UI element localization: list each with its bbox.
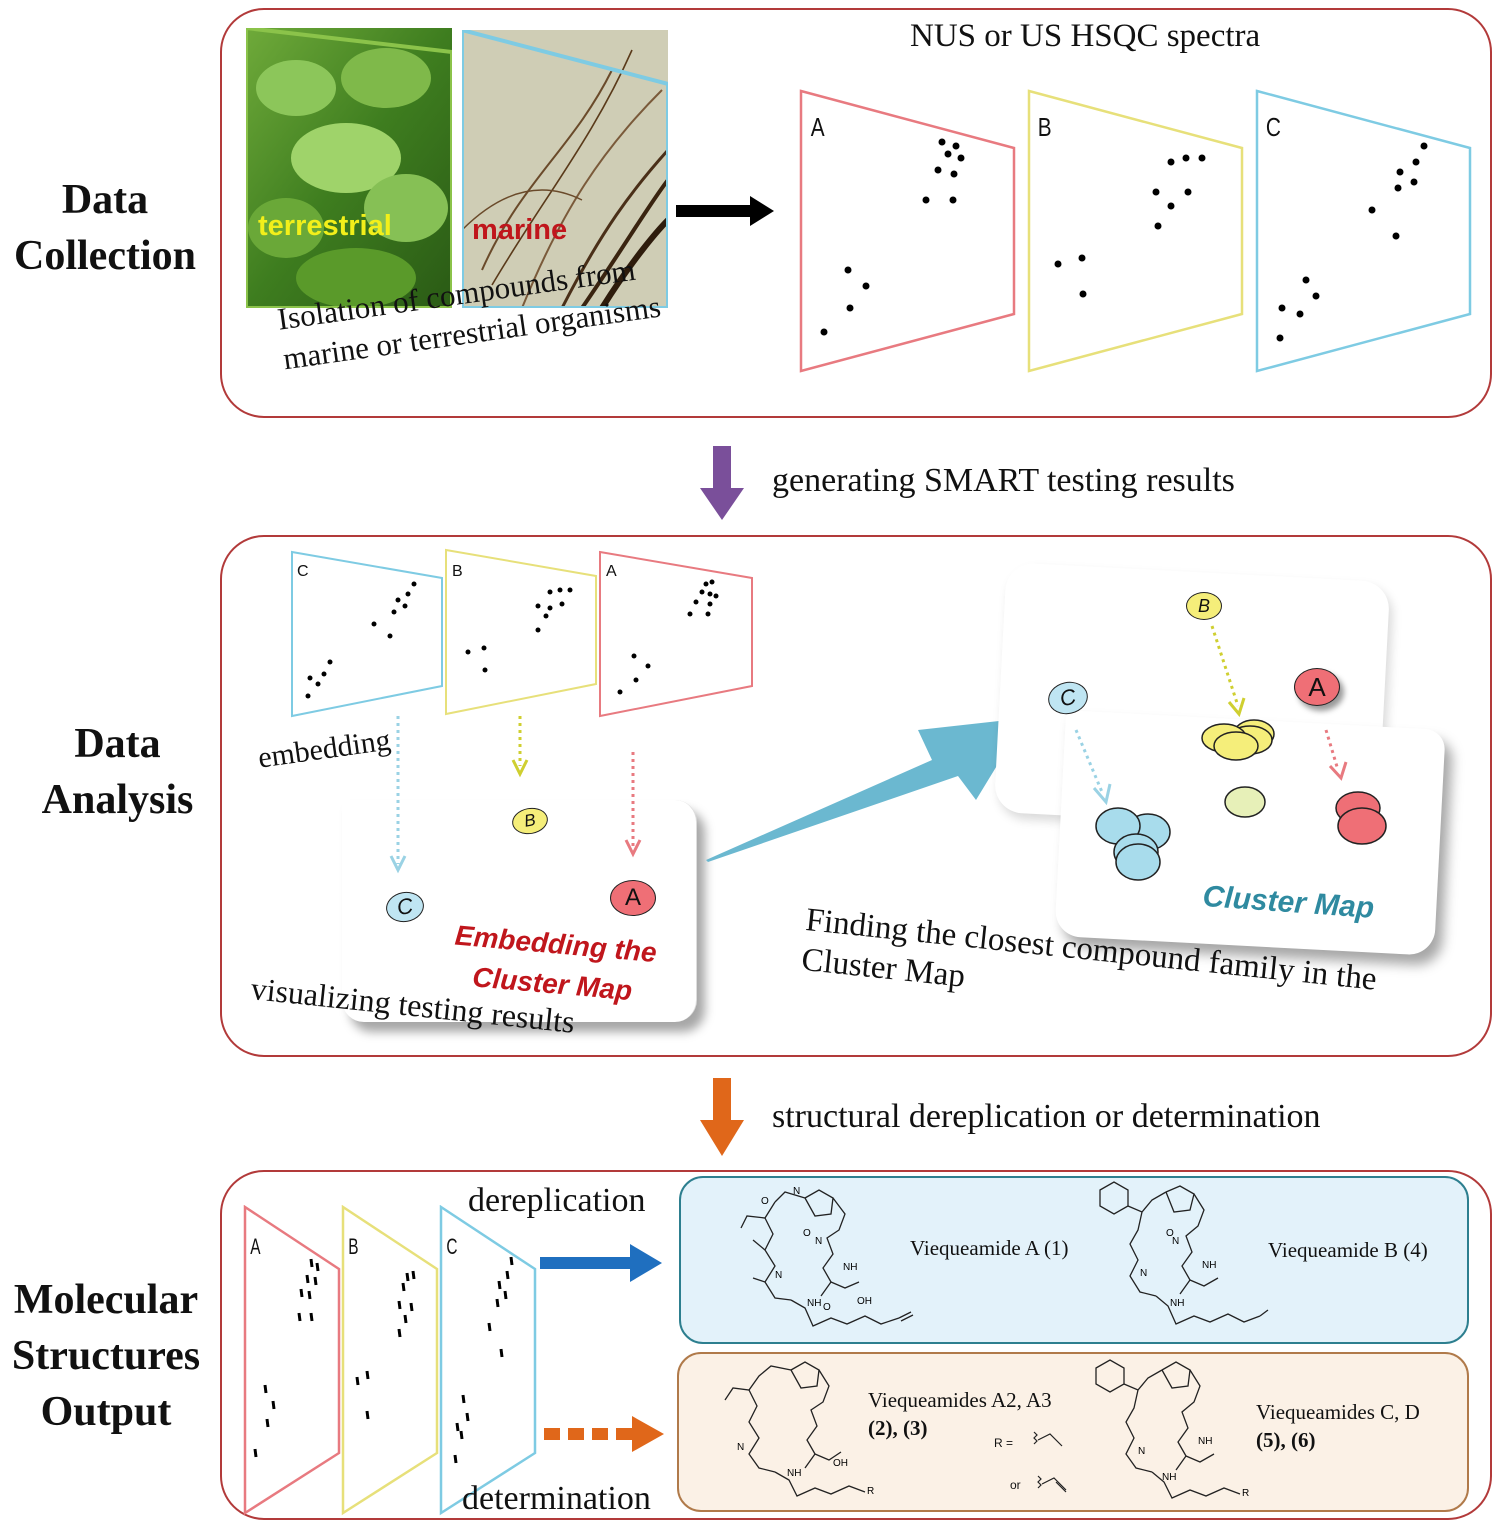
svg-text:NH: NH xyxy=(1202,1260,1216,1271)
spectrum-b-label: B xyxy=(1037,112,1052,142)
viequeamide-b-label: Viequeamide B (4) xyxy=(1268,1238,1428,1262)
output-spectrum-c-label: C xyxy=(446,1234,458,1259)
dereplication-result-box xyxy=(679,1176,1469,1344)
spectrum-c-label: C xyxy=(1265,112,1281,142)
cluster-marker-b: B xyxy=(1186,592,1222,620)
marine-label: marine xyxy=(472,214,568,246)
svg-text:N: N xyxy=(1138,1446,1145,1457)
svg-text:O: O xyxy=(803,1228,811,1239)
mini-spectrum-b-label: B xyxy=(452,563,463,580)
svg-text:NH: NH xyxy=(1198,1436,1212,1447)
viequeamides-c-d-structure: N NH NH R xyxy=(1095,1359,1249,1499)
mini-spectrum-c xyxy=(291,550,443,718)
embedding-dotted-arrows xyxy=(389,716,642,874)
structural-step-arrow xyxy=(700,1078,744,1156)
output-spectrum-a-label: A xyxy=(250,1234,261,1259)
svg-text:N: N xyxy=(815,1236,822,1247)
smart-step-arrow xyxy=(700,446,744,520)
mini-spectrum-b xyxy=(445,548,597,716)
r-substituent-vinyl xyxy=(1037,1475,1067,1493)
svg-text:N: N xyxy=(1140,1268,1147,1279)
spectrum-a xyxy=(799,89,1016,373)
svg-text:OH: OH xyxy=(857,1296,872,1307)
output-spectrum-a xyxy=(243,1205,341,1516)
svg-text:R: R xyxy=(1242,1488,1249,1499)
section-label-molecular-structures-output: Molecular Structures Output xyxy=(11,1277,201,1435)
section-label-data-collection: Data Collection xyxy=(14,177,196,279)
embed-marker-a: A xyxy=(610,880,656,916)
viequeamides-a2-a3-line-2: (2), (3) xyxy=(868,1416,928,1440)
output-spectrum-b xyxy=(341,1205,439,1516)
determination-arrow xyxy=(544,1416,664,1452)
svg-text:O: O xyxy=(1166,1228,1174,1239)
determination-label: determination xyxy=(462,1480,651,1517)
viequeamide-a-label: Viequeamide A (1) xyxy=(910,1236,1069,1260)
smart-step-text: generating SMART testing results xyxy=(772,462,1235,499)
viequeamide-a-structure: O N O N N NH NH OH O xyxy=(740,1186,914,1327)
mini-spectrum-a-label: A xyxy=(606,563,617,580)
output-panel xyxy=(220,1170,1492,1520)
svg-text:R: R xyxy=(867,1486,874,1497)
collection-arrow xyxy=(676,196,774,226)
svg-text:NH: NH xyxy=(787,1468,801,1479)
output-spectrum-b-label: B xyxy=(348,1234,359,1259)
cluster-blobs xyxy=(1074,625,1387,881)
svg-text:O: O xyxy=(761,1196,769,1207)
determination-result-box xyxy=(677,1352,1469,1512)
dereplication-label: dereplication xyxy=(468,1182,646,1219)
svg-text:N: N xyxy=(775,1270,782,1281)
svg-text:NH: NH xyxy=(843,1262,857,1273)
viequeamides-c-d-line-1: Viequeamides C, D xyxy=(1256,1400,1420,1424)
svg-text:NH: NH xyxy=(1162,1472,1176,1483)
terrestrial-photo: terrestrial xyxy=(246,28,452,308)
embedding-to-cluster-arrow xyxy=(706,718,1026,862)
svg-text:NH: NH xyxy=(807,1298,821,1309)
svg-text:N: N xyxy=(737,1442,744,1453)
viequeamides-a2-a3-line-1: Viequeamides A2, A3 xyxy=(868,1388,1052,1412)
r-substituent-ethyl xyxy=(1033,1431,1063,1447)
mini-spectrum-a xyxy=(599,550,753,718)
spectrum-a-label: A xyxy=(810,112,825,142)
spectra-title: NUS or US HSQC spectra xyxy=(910,18,1261,54)
viequeamides-c-d-text: Viequeamides C, D (5), (6) xyxy=(1256,1398,1420,1454)
marine-photo: marine xyxy=(462,30,668,308)
viequeamides-a2-a3-text: Viequeamides A2, A3 (2), (3) xyxy=(868,1386,1052,1442)
viequeamide-a2-a3-structure: N NH OH R xyxy=(724,1361,874,1497)
or-label: or xyxy=(1010,1478,1021,1492)
data-analysis-panel xyxy=(220,535,1492,1057)
svg-text:N: N xyxy=(1172,1236,1179,1247)
data-collection-panel xyxy=(220,8,1492,418)
viequeamides-c-d-line-2: (5), (6) xyxy=(1256,1428,1316,1452)
structural-step-text: structural dereplication or determinatio… xyxy=(772,1098,1321,1135)
cluster-marker-a: A xyxy=(1294,668,1340,706)
viequeamide-b-structure: O N N NH NH xyxy=(1099,1181,1269,1325)
svg-text:NH: NH xyxy=(1170,1298,1184,1309)
svg-text:OH: OH xyxy=(833,1458,848,1469)
output-spectrum-c xyxy=(439,1205,537,1516)
terrestrial-label: terrestrial xyxy=(258,210,392,242)
section-label-data-analysis: Data Analysis xyxy=(41,721,194,823)
spectrum-c xyxy=(1255,89,1472,373)
dereplication-arrow xyxy=(540,1244,662,1282)
svg-text:O: O xyxy=(823,1302,831,1313)
mini-spectrum-c-label: C xyxy=(297,563,309,580)
r-equals-label: R = xyxy=(994,1436,1014,1450)
svg-text:N: N xyxy=(793,1186,800,1197)
spectrum-b xyxy=(1027,89,1244,373)
